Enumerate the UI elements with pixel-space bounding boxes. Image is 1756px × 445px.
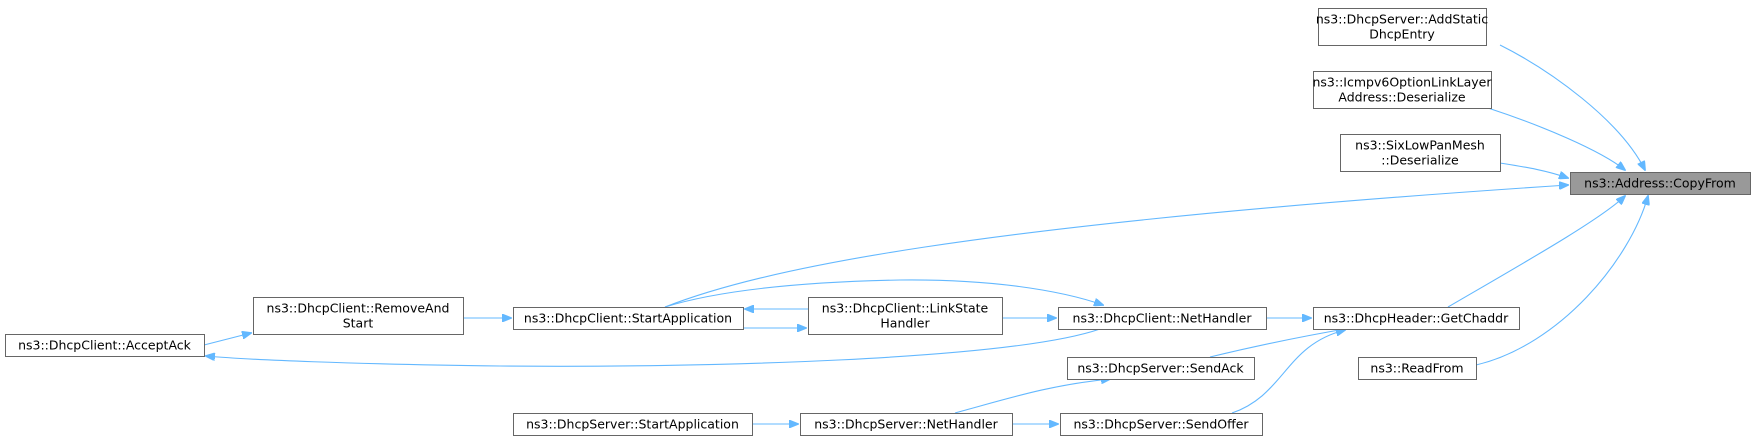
node-box [1313, 307, 1520, 330]
node-label: ns3::DhcpClient::RemoveAnd [267, 301, 450, 316]
edge-addstatic-to-copyfrom [1499, 44, 1645, 170]
node-box [513, 413, 753, 436]
edge-sendoffer-to-getchaddr [1231, 330, 1345, 414]
edge-icmpv6-to-copyfrom [1487, 107, 1625, 170]
node-label: ns3::DhcpServer::SendOffer [1073, 417, 1249, 432]
node-servernethandler[interactable]: ns3::DhcpServer::NetHandler [800, 413, 1013, 436]
edge-readfrom-to-copyfrom [1475, 196, 1648, 366]
node-label: ns3::SixLowPanMesh [1355, 138, 1485, 153]
node-box [1313, 71, 1492, 109]
edge-clientnethandler-to-acceptack [206, 328, 1101, 367]
node-label: ns3::ReadFrom [1370, 361, 1463, 376]
node-box [1067, 357, 1255, 380]
node-label: ns3::DhcpServer::SendAck [1077, 361, 1244, 376]
node-label: ns3::DhcpClient::AcceptAck [18, 338, 192, 353]
node-icmpv6[interactable]: ns3::Icmpv6OptionLinkLayerAddress::Deser… [1313, 71, 1493, 109]
node-label: ::Deserialize [1381, 153, 1459, 168]
edge-clientstartapp-to-copyfrom [664, 185, 1568, 308]
node-copyfrom[interactable]: ns3::Address::CopyFrom [1570, 172, 1751, 195]
node-box [1060, 413, 1263, 436]
node-label: ns3::Address::CopyFrom [1584, 176, 1736, 191]
node-box [1358, 357, 1477, 380]
node-getchaddr[interactable]: ns3::DhcpHeader::GetChaddr [1313, 307, 1520, 330]
node-box [800, 413, 1013, 436]
node-label: Handler [880, 316, 930, 331]
node-sendoffer[interactable]: ns3::DhcpServer::SendOffer [1060, 413, 1263, 436]
edge-sendack-to-getchaddr [1209, 329, 1345, 358]
node-serverstartapp[interactable]: ns3::DhcpServer::StartApplication [513, 413, 753, 436]
node-box [513, 307, 744, 330]
node-label: ns3::DhcpClient::StartApplication [524, 311, 732, 326]
nodes-layer: ns3::Address::CopyFrom ns3::DhcpServer::A… [5, 8, 1751, 436]
node-label: ns3::DhcpClient::NetHandler [1073, 311, 1253, 326]
node-box [1318, 8, 1487, 46]
node-box [1570, 172, 1751, 195]
node-box [808, 297, 1003, 335]
node-label: ns3::DhcpServer::NetHandler [814, 417, 998, 432]
edge-acceptack-to-removeandstart [203, 333, 251, 346]
node-label: ns3::DhcpServer::StartApplication [526, 417, 739, 432]
node-label: DhcpEntry [1369, 27, 1435, 42]
edge-clientstartapp-to-clientnethandler [664, 279, 1103, 308]
node-label: ns3::DhcpServer::AddStatic [1316, 12, 1488, 27]
node-label: Start [343, 316, 374, 331]
node-clientstartapp[interactable]: ns3::DhcpClient::StartApplication [513, 307, 744, 330]
node-box [253, 297, 464, 335]
node-label: ns3::DhcpClient::LinkState [822, 301, 989, 316]
node-acceptack[interactable]: ns3::DhcpClient::AcceptAck [5, 334, 205, 357]
node-label: ns3::Icmpv6OptionLinkLayer [1313, 75, 1493, 90]
node-box [1058, 307, 1267, 330]
edges-layer [203, 44, 1648, 424]
node-label: Address::Deserialize [1338, 90, 1466, 105]
edge-sixlowpan-to-copyfrom [1499, 162, 1568, 178]
edge-getchaddr-to-copyfrom [1447, 196, 1625, 308]
node-clientnethandler[interactable]: ns3::DhcpClient::NetHandler [1058, 307, 1267, 330]
edge-servernethandler-to-sendack [954, 379, 1110, 414]
node-sixlowpan[interactable]: ns3::SixLowPanMesh::Deserialize [1340, 134, 1501, 172]
node-readfrom[interactable]: ns3::ReadFrom [1358, 357, 1477, 380]
node-box [1340, 134, 1501, 172]
node-box [5, 334, 205, 357]
node-sendack[interactable]: ns3::DhcpServer::SendAck [1067, 357, 1255, 380]
node-label: ns3::DhcpHeader::GetChaddr [1324, 311, 1509, 326]
